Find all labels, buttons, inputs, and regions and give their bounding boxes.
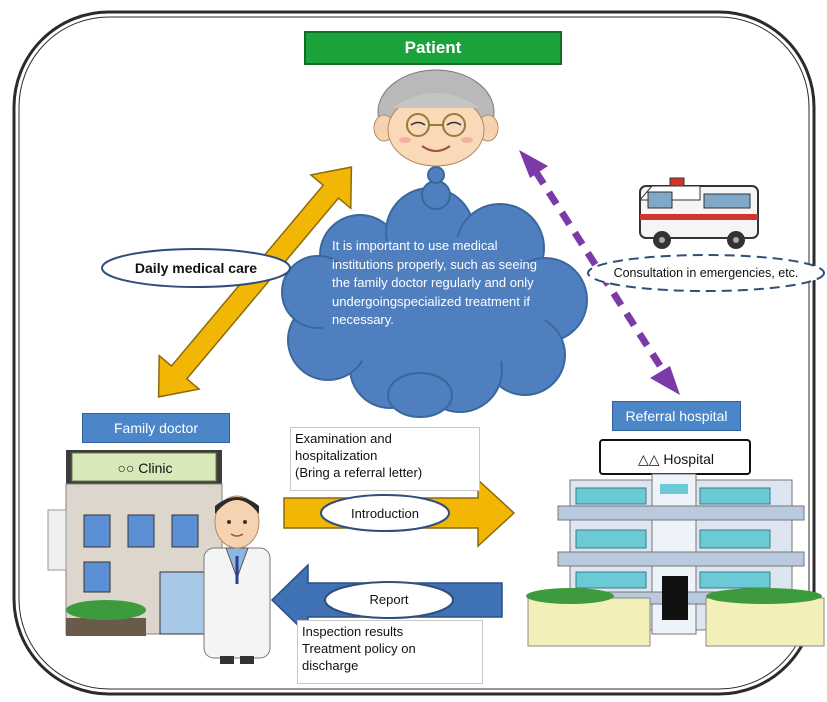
introduction-label: Introduction: [351, 505, 419, 521]
examination-text: Examination and hospitalization (Bring a…: [290, 427, 480, 491]
report-label: Report: [369, 591, 409, 607]
doctor-icon: [203, 495, 271, 664]
introduction-oval: [320, 494, 450, 532]
daily-care-label: Daily medical care: [134, 260, 258, 276]
clinic-sign: ○○ Clinic: [117, 460, 173, 476]
hospital-sign: △△ Hospital: [637, 450, 714, 467]
hospital-building-icon: [526, 439, 825, 647]
emergency-label: Consultation in emergencies, etc.: [613, 266, 799, 280]
clinic-building-icon: [47, 450, 223, 636]
advice-text: It is important to use medical instituti…: [332, 238, 537, 327]
inspection-text: Inspection results Treatment policy on d…: [297, 620, 483, 684]
patient-label: Patient: [304, 31, 562, 65]
elderly-patient-icon: [373, 69, 499, 167]
report-oval: [324, 581, 454, 619]
family-doctor-label: Family doctor: [82, 413, 230, 443]
ambulance-icon: [638, 177, 759, 249]
referral-hospital-label: Referral hospital: [612, 401, 741, 431]
emergency-arrow: [519, 150, 680, 395]
emergency-oval: [587, 254, 825, 292]
advice-cloud: [281, 166, 588, 418]
daily-care-oval: [101, 248, 291, 288]
